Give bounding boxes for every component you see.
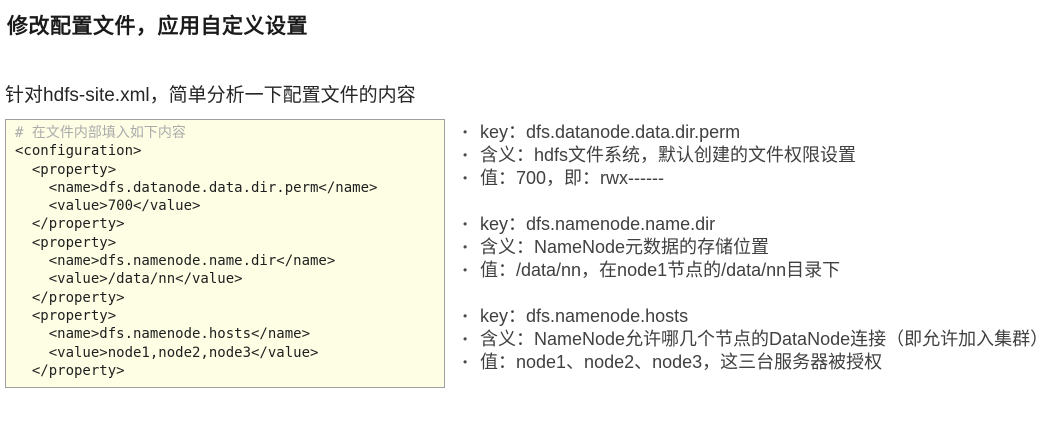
note-item: 值：node1、node2、node3，这三台服务器被授权 — [456, 351, 1042, 374]
note-item: 含义：NameNode允许哪几个节点的DataNode连接（即允许加入集群） — [456, 328, 1047, 351]
note-group: key：dfs.namenode.name.dir含义：NameNode元数据的… — [456, 213, 1042, 282]
note-item: 含义：hdfs文件系统，默认创建的文件权限设置 — [456, 144, 1042, 167]
note-item: 含义：NameNode元数据的存储位置 — [456, 236, 1042, 259]
note-group: key：dfs.datanode.data.dir.perm含义：hdfs文件系… — [456, 121, 1042, 190]
note-item: key：dfs.namenode.hosts — [456, 305, 1042, 328]
notes-panel: key：dfs.datanode.data.dir.perm含义：hdfs文件系… — [456, 119, 1047, 374]
document-page: 修改配置文件，应用自定义设置 针对hdfs-site.xml，简单分析一下配置文… — [0, 0, 1047, 388]
code-xml-lines: <configuration> <property> <name>dfs.dat… — [15, 143, 378, 379]
note-item: 值：700，即：rwx------ — [456, 167, 1042, 190]
code-comment-line: # 在文件内部填入如下内容 — [15, 125, 186, 141]
note-item: key：dfs.datanode.data.dir.perm — [456, 121, 1042, 144]
note-group: key：dfs.namenode.hosts含义：NameNode允许哪几个节点… — [456, 305, 1047, 374]
note-item: key：dfs.namenode.name.dir — [456, 213, 1042, 236]
page-subtitle: 针对hdfs-site.xml，简单分析一下配置文件的内容 — [5, 85, 416, 106]
note-item: 值：/data/nn，在node1节点的/data/nn目录下 — [456, 259, 1042, 282]
code-block: # 在文件内部填入如下内容 <configuration> <property> … — [5, 119, 445, 389]
page-title: 修改配置文件，应用自定义设置 — [7, 15, 308, 38]
content-columns: # 在文件内部填入如下内容 <configuration> <property> … — [5, 119, 1047, 389]
